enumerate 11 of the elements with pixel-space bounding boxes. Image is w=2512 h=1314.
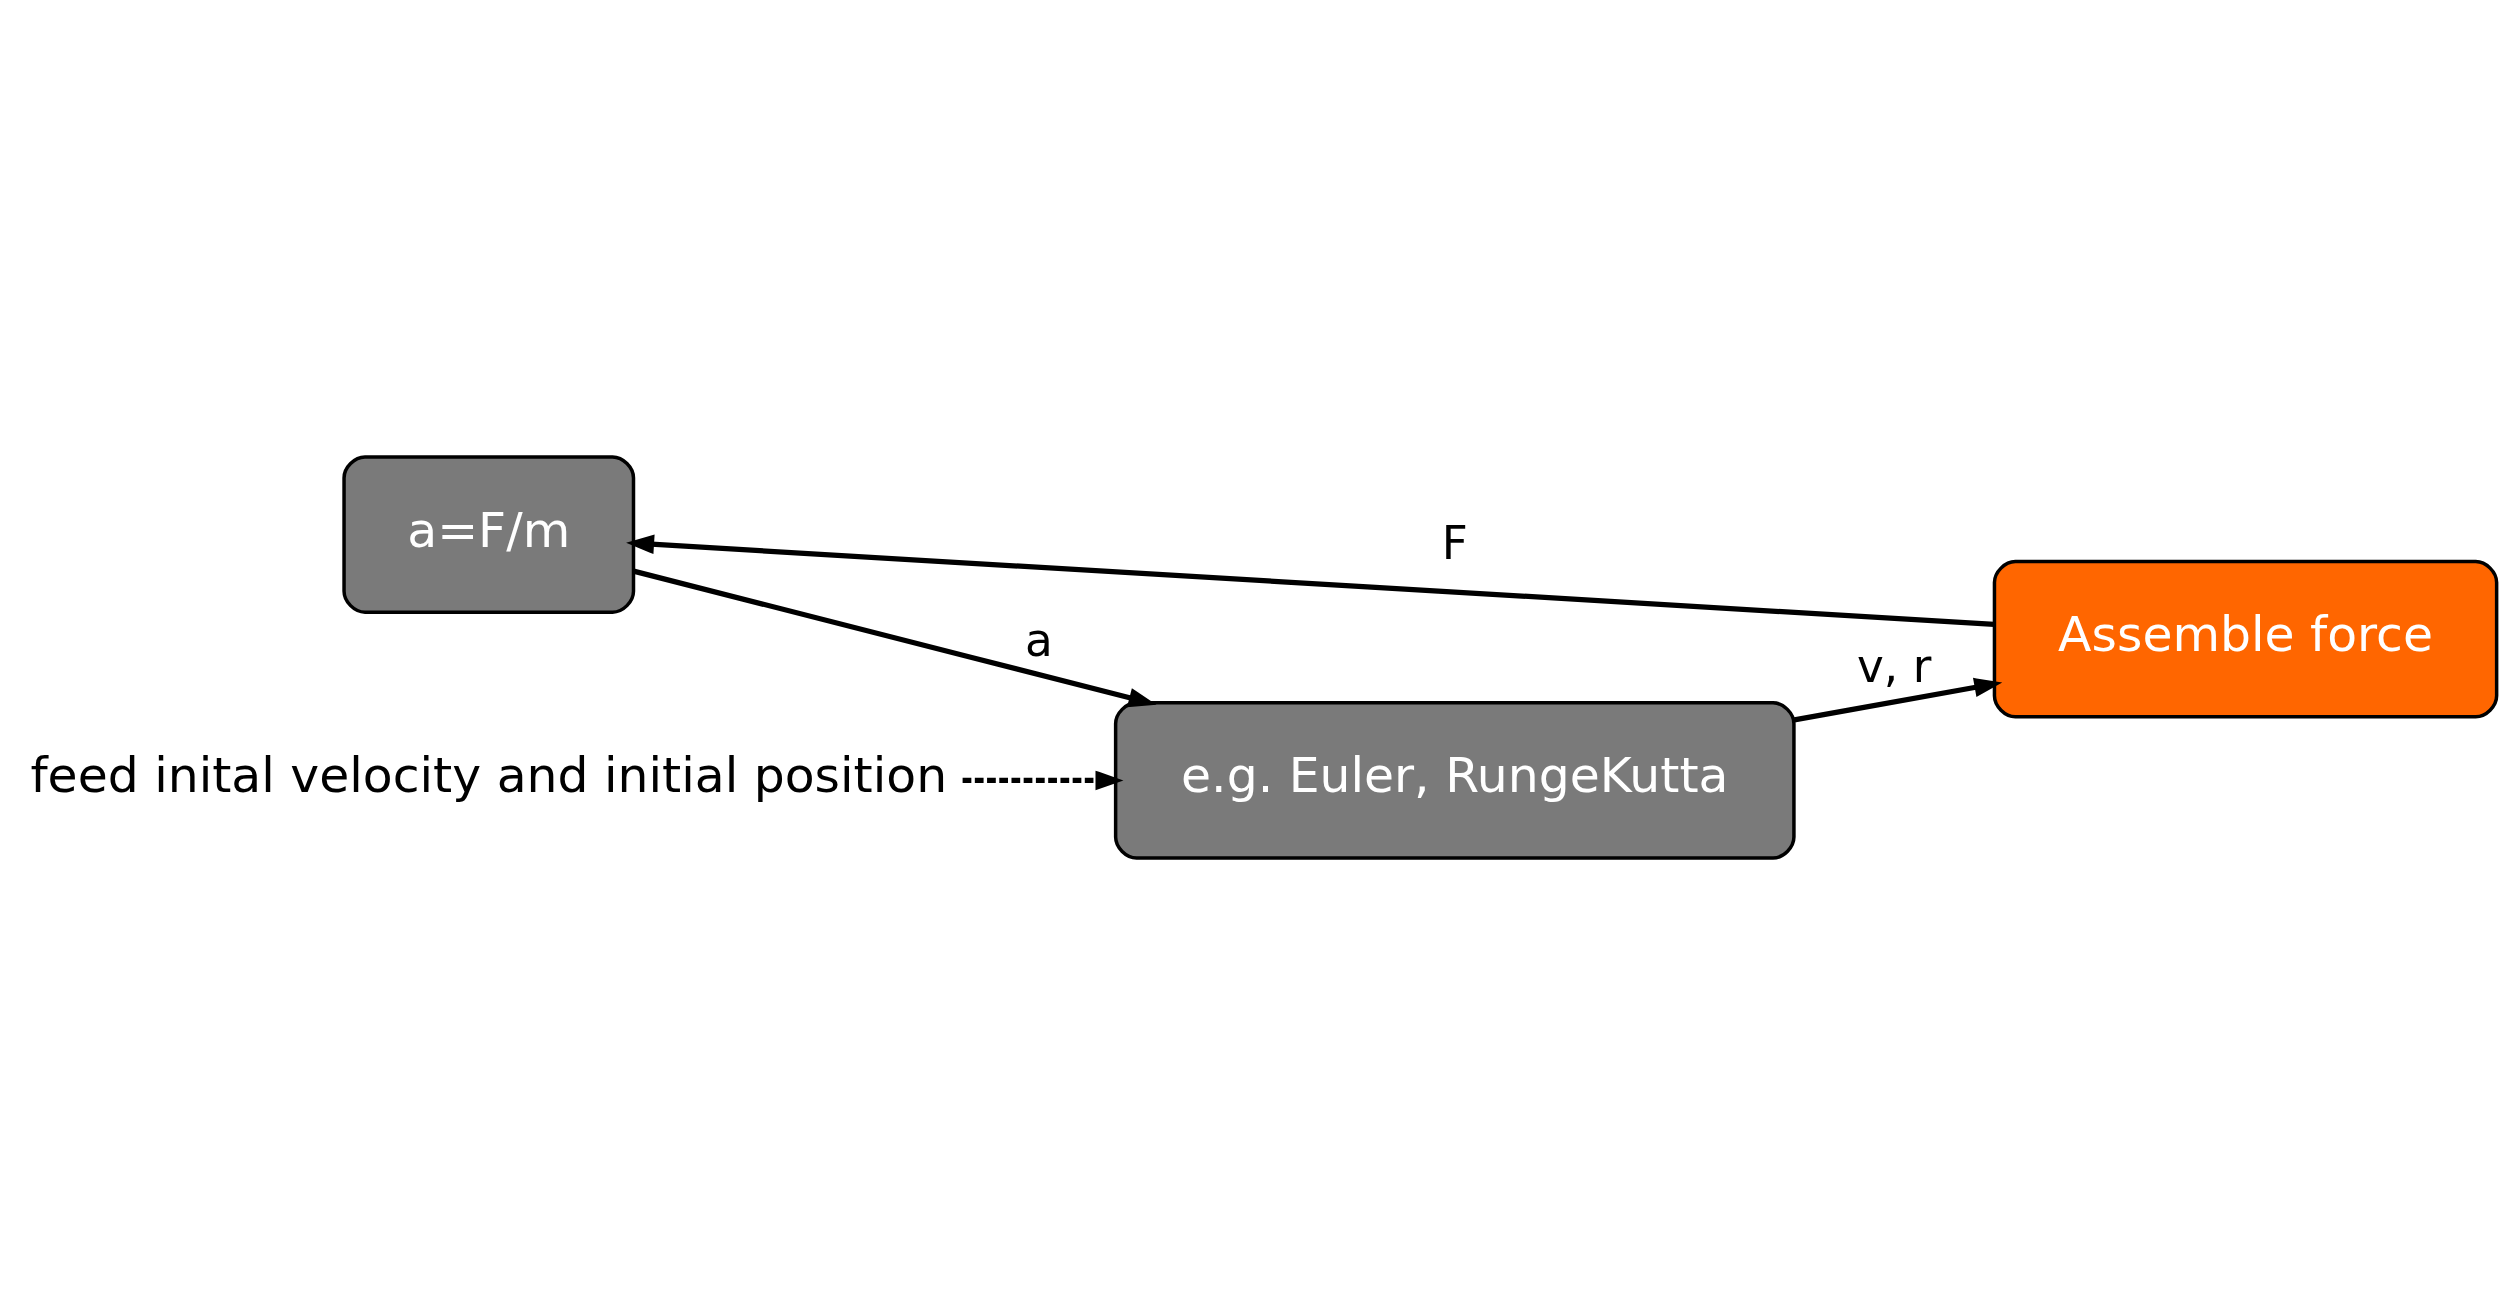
node-box: e.g. Euler, RungeKutta xyxy=(1113,700,1796,860)
node-text: feed inital velocity and initial position xyxy=(30,746,948,804)
arrow xyxy=(632,568,1157,707)
edge-label: F xyxy=(1441,516,1468,570)
arrow xyxy=(962,770,1124,790)
node-box: a=F/m xyxy=(342,454,636,614)
edge-label: v, r xyxy=(1857,639,1932,693)
edge-label: a xyxy=(1025,613,1053,667)
node-box: Assemble force xyxy=(1992,559,2499,719)
arrow xyxy=(626,534,1995,627)
arrow xyxy=(1793,677,2003,722)
